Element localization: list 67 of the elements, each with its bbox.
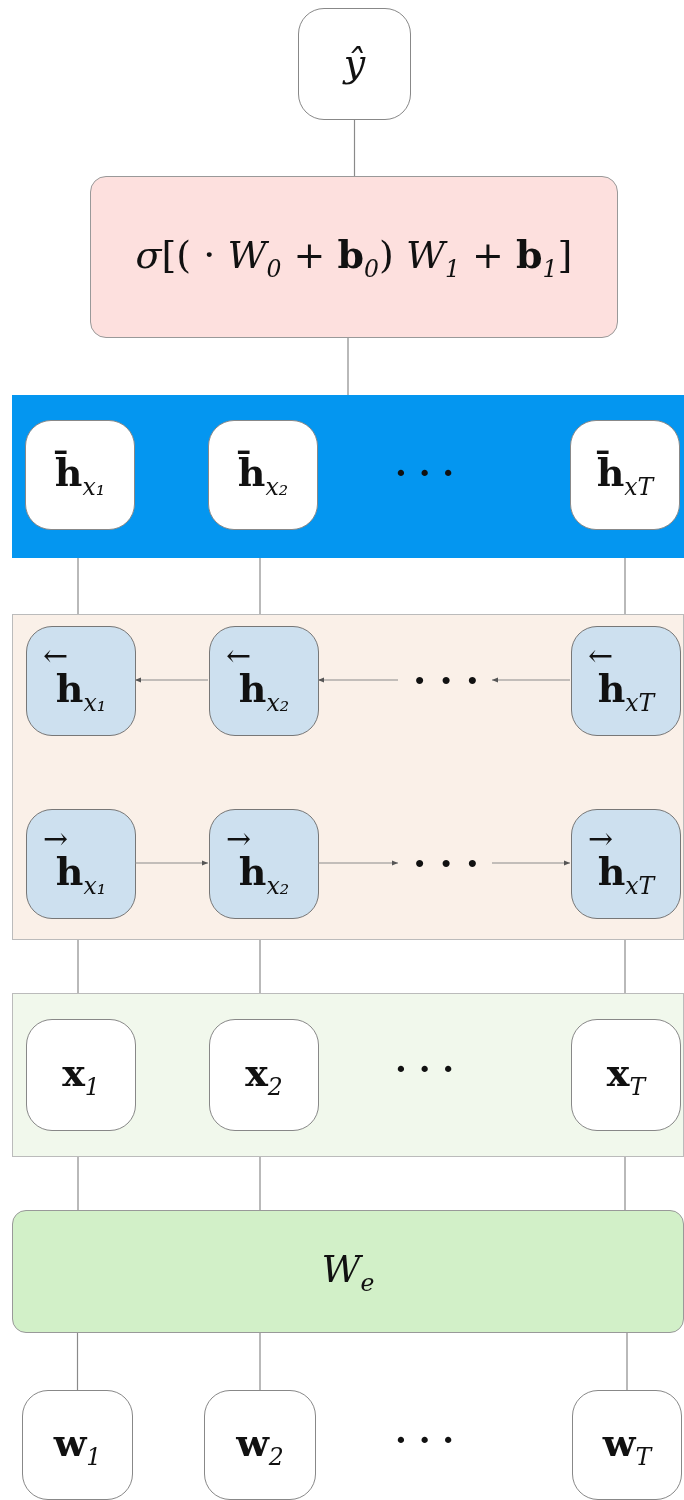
node-box <box>570 420 680 530</box>
math-label: h$_{x₂}$ <box>238 666 290 717</box>
node-box <box>22 1390 133 1500</box>
lstm-cell-box <box>209 809 319 919</box>
node-box <box>209 1019 319 1131</box>
lstm-cell-box <box>26 809 136 919</box>
node-box <box>204 1390 316 1500</box>
math-label: → <box>43 828 69 850</box>
math-label: w$_{1}$ <box>53 1419 102 1471</box>
connector-line <box>259 1156 261 1211</box>
ellipsis: · · · <box>395 453 455 493</box>
connector-line <box>259 1332 261 1391</box>
arrow <box>134 677 209 683</box>
node-box <box>298 8 411 120</box>
connector-line <box>624 557 626 615</box>
math-label: ŷ <box>343 41 366 87</box>
connector-line <box>77 557 79 615</box>
ellipsis: · · · <box>412 841 480 887</box>
output-layer-box <box>90 176 618 338</box>
math-label: h$_{x₂}$ <box>238 849 290 900</box>
math-label: x$_{2}$ <box>245 1049 283 1101</box>
node-box <box>572 1390 682 1500</box>
connector-line <box>76 1332 79 1391</box>
ellipsis: · · · <box>395 1049 455 1089</box>
arrow <box>491 677 571 683</box>
connector-line <box>259 939 261 994</box>
math-label: ← <box>588 645 614 667</box>
connector-line <box>77 1156 79 1211</box>
connector-line <box>77 939 79 994</box>
panel-background <box>12 395 684 558</box>
math-label: ← <box>226 645 252 667</box>
connector-line <box>353 119 356 177</box>
lstm-cell-box <box>209 626 319 736</box>
ellipsis: · · · <box>412 658 480 704</box>
math-label: w$_{T}$ <box>602 1419 652 1471</box>
arrow <box>317 677 399 683</box>
connector-line <box>624 939 626 994</box>
ellipsis: · · · <box>395 1420 455 1460</box>
embedding-matrix-box <box>12 1210 684 1333</box>
lstm-cell-box <box>571 626 681 736</box>
math-label: w$_{2}$ <box>236 1419 284 1471</box>
connector-line <box>626 1332 628 1391</box>
lstm-cell-box <box>571 809 681 919</box>
arrow <box>317 860 399 866</box>
node-box <box>208 420 318 530</box>
math-label: → <box>226 828 252 850</box>
node-box <box>571 1019 681 1131</box>
math-label: W$_{e}$ <box>321 1246 375 1297</box>
math-label: x$_{T}$ <box>606 1049 646 1101</box>
node-box <box>25 420 135 530</box>
node-box <box>26 1019 136 1131</box>
math-label: x$_{1}$ <box>62 1049 100 1101</box>
connector-line <box>347 337 349 396</box>
math-label: σ[( · W$_{0}$ + b$_{0}$) W$_{1}$ + b$_{1}$] <box>135 231 573 283</box>
panel-background <box>12 993 684 1157</box>
connector-line <box>259 557 261 615</box>
math-label: ← <box>43 645 69 667</box>
arrow <box>134 860 209 866</box>
lstm-cell-box <box>26 626 136 736</box>
arrow <box>491 860 571 866</box>
math-label: h$_{x₁}$ <box>55 849 107 900</box>
connector-line <box>624 1156 626 1211</box>
math-label: h̄$_{x₁}$ <box>54 449 106 501</box>
math-label: h$_{x₁}$ <box>55 666 107 717</box>
math-label: h̄$_{x₂}$ <box>237 449 289 501</box>
panel-background <box>12 614 684 940</box>
math-label: → <box>588 828 614 850</box>
